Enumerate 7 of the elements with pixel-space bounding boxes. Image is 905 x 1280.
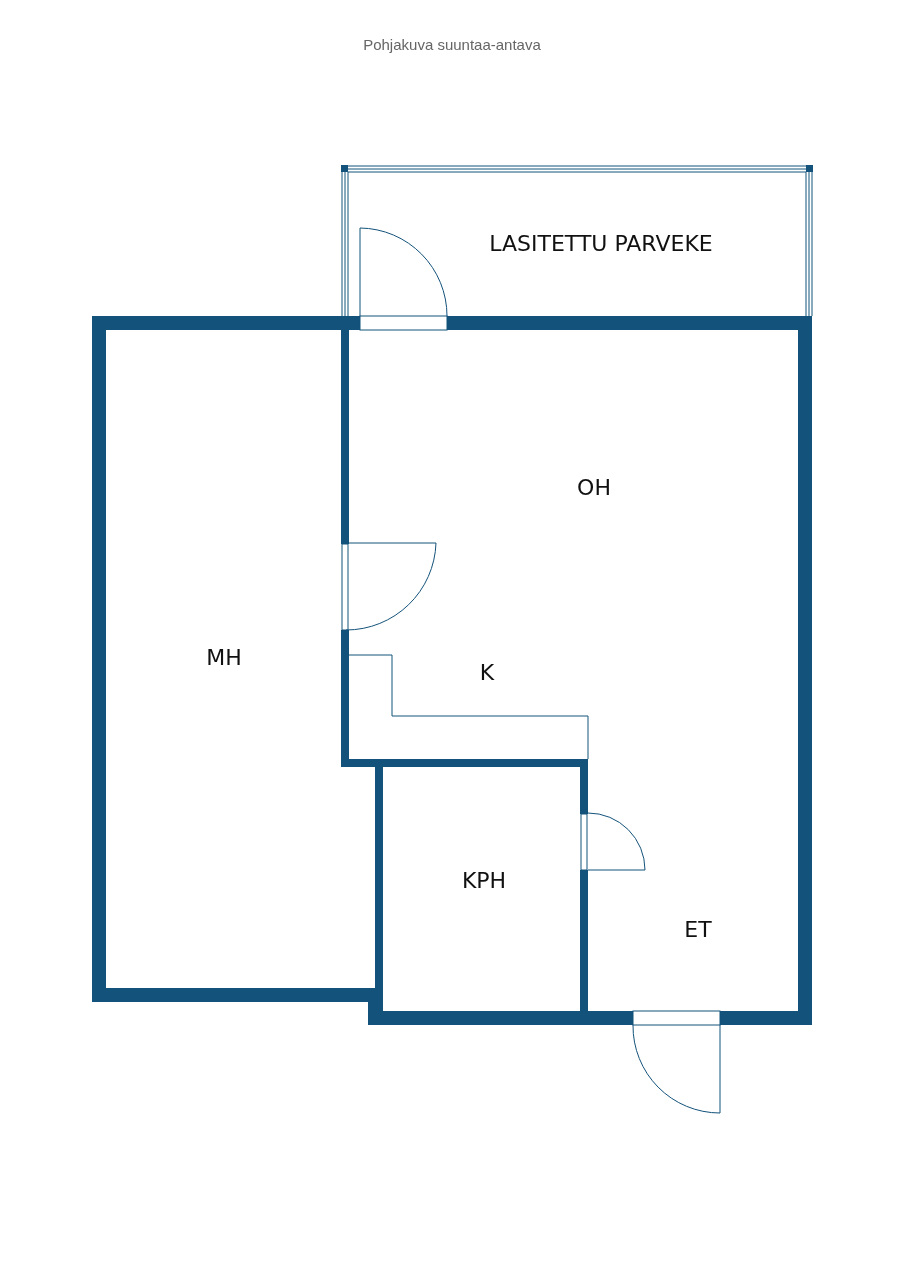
plan-title: Pohjakuva suuntaa-antava [363,36,541,53]
room-label: OH [577,474,611,500]
room-label: KPH [461,867,507,893]
room-label: K [479,659,495,685]
room-label: LASITETTU PARVEKE [489,230,713,256]
room-label: ET [684,916,712,942]
room-label: MH [206,644,242,670]
